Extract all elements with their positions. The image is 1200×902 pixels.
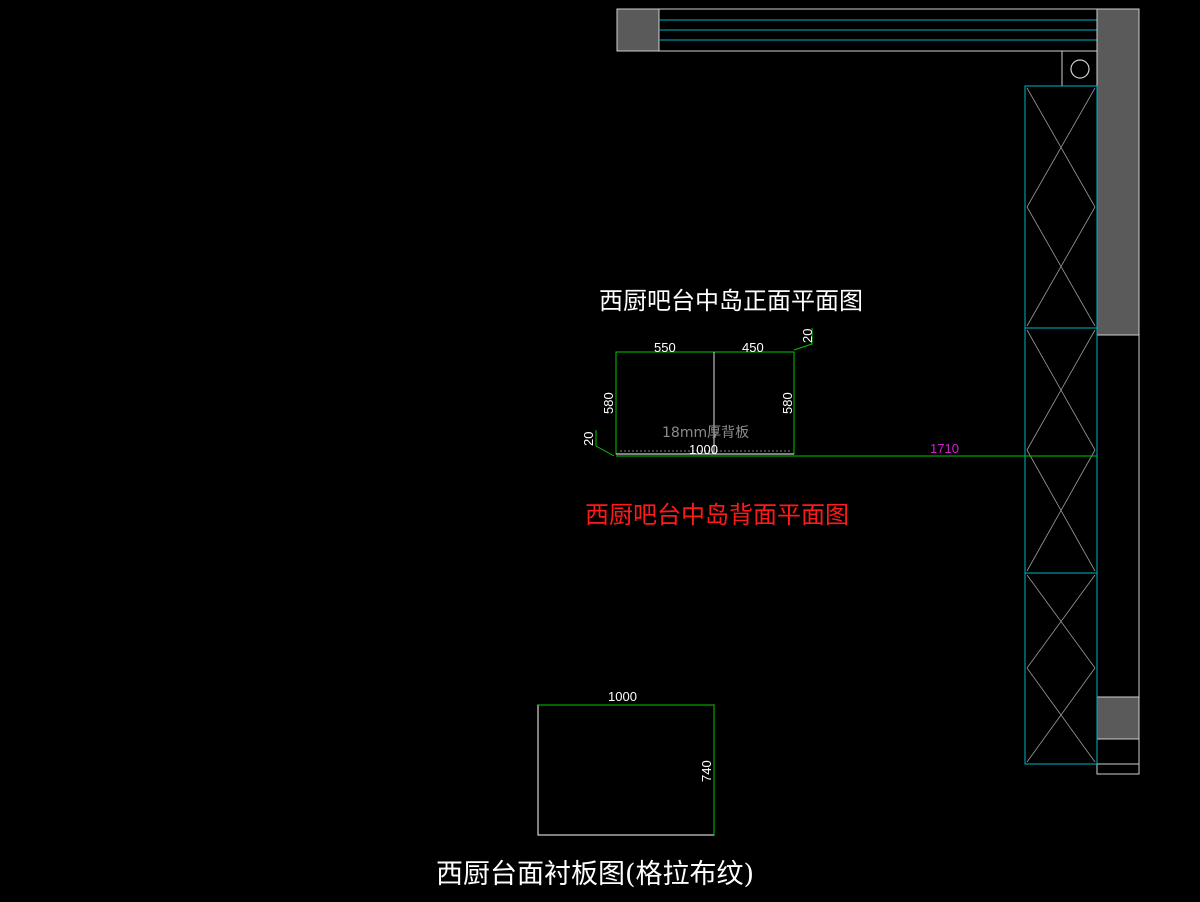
right-wall-column: [1096, 8, 1140, 775]
dim-total-width: 1000: [689, 442, 718, 457]
cabinet-cross-2: [1026, 329, 1096, 572]
cabinet-cross-1: [1026, 87, 1096, 327]
dim-left-width: 550: [654, 340, 676, 355]
corner-pipe-symbol: [1061, 50, 1098, 87]
lining-dim-width: 1000: [608, 689, 637, 704]
dim-top-offset: 20: [800, 329, 815, 343]
front-plan-title: 西厨吧台中岛正面平面图: [599, 287, 863, 315]
back-plan-title: 西厨吧台中岛背面平面图: [585, 501, 849, 529]
island-plan: [595, 328, 813, 457]
dim-left-height: 580: [601, 392, 616, 414]
lining-dim-height: 740: [699, 760, 714, 782]
cabinet-cross-3: [1026, 574, 1096, 763]
back-panel-note: 18mm厚背板: [662, 425, 749, 441]
run-dimension-value: 1710: [930, 441, 959, 456]
cabinet-run: [1024, 85, 1098, 765]
lining-board: [537, 704, 715, 836]
dim-right-width: 450: [742, 340, 764, 355]
top-wall-window: [616, 8, 1097, 52]
dim-right-height: 580: [780, 392, 795, 414]
dim-bottom-offset: 20: [581, 432, 596, 446]
lining-board-title: 西厨台面衬板图(格拉布纹): [436, 859, 754, 890]
